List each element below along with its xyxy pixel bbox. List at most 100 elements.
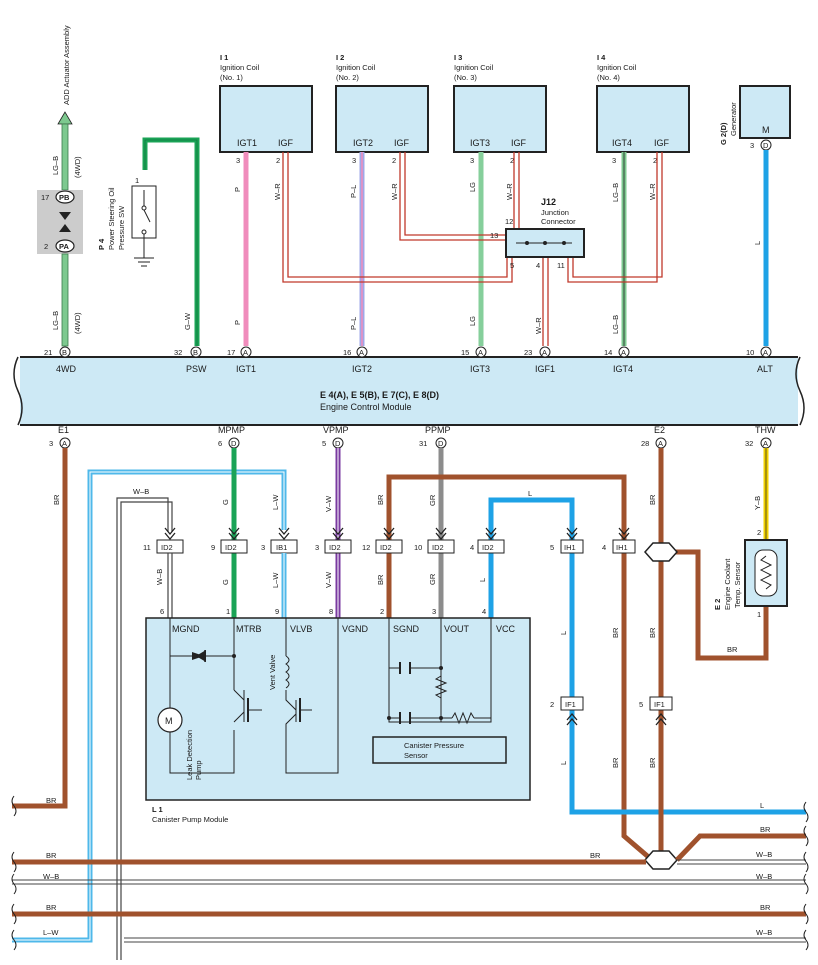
svg-text:A: A — [542, 348, 547, 357]
svg-text:BR: BR — [611, 757, 620, 768]
svg-text:L 1: L 1 — [152, 805, 163, 814]
svg-text:ID2: ID2 — [482, 543, 494, 552]
svg-text:VPMP: VPMP — [323, 425, 349, 435]
svg-text:A: A — [243, 348, 248, 357]
svg-text:Engine Coolant: Engine Coolant — [723, 558, 732, 610]
svg-text:IGF: IGF — [654, 138, 670, 148]
svg-text:ID2: ID2 — [329, 543, 341, 552]
svg-text:3: 3 — [352, 156, 356, 165]
svg-text:MPMP: MPMP — [218, 425, 245, 435]
svg-text:1: 1 — [135, 176, 139, 185]
ignition-coil-4: I 4 Ignition Coil (No. 4) IGT4 IGF 3 2 — [596, 53, 690, 165]
svg-text:IGT1: IGT1 — [236, 364, 256, 374]
svg-text:IGT4: IGT4 — [613, 364, 633, 374]
svg-text:4: 4 — [602, 543, 606, 552]
svg-text:BR: BR — [52, 494, 61, 505]
svg-text:LG: LG — [468, 182, 477, 192]
svg-text:3: 3 — [612, 156, 616, 165]
svg-text:G–W: G–W — [183, 312, 192, 330]
svg-text:8: 8 — [329, 607, 333, 616]
svg-text:Ignition Coil: Ignition Coil — [336, 63, 376, 72]
svg-text:IH1: IH1 — [564, 543, 576, 552]
svg-text:3: 3 — [49, 439, 53, 448]
svg-text:E1: E1 — [58, 425, 69, 435]
svg-text:(No. 4): (No. 4) — [597, 73, 620, 82]
svg-text:ID2: ID2 — [161, 543, 173, 552]
splice-point — [643, 850, 679, 870]
svg-text:(No. 2): (No. 2) — [336, 73, 359, 82]
if1-connectors: IF1 2 IF1 5 — [550, 696, 673, 726]
svg-text:2: 2 — [276, 156, 280, 165]
svg-text:Sensor: Sensor — [404, 751, 428, 760]
svg-text:P 4: P 4 — [97, 238, 106, 250]
svg-text:LG–B: LG–B — [51, 156, 60, 175]
ignition-coil-2: I 2 Ignition Coil (No. 2) IGT2 IGF 3 2 — [335, 53, 429, 165]
svg-text:VLVB: VLVB — [290, 624, 312, 634]
svg-text:L: L — [528, 489, 532, 498]
svg-text:IGT4: IGT4 — [612, 138, 632, 148]
svg-text:BR: BR — [727, 645, 738, 654]
svg-text:W–R: W–R — [648, 183, 657, 200]
svg-text:M: M — [762, 125, 770, 135]
svg-text:L: L — [753, 241, 762, 245]
svg-text:MTRB: MTRB — [236, 624, 262, 634]
svg-text:IGT1: IGT1 — [237, 138, 257, 148]
svg-text:M: M — [165, 716, 173, 726]
svg-text:IGT3: IGT3 — [470, 364, 490, 374]
svg-text:11: 11 — [143, 543, 151, 552]
svg-text:BR: BR — [648, 494, 657, 505]
svg-text:D: D — [438, 439, 444, 448]
svg-text:5: 5 — [510, 261, 514, 270]
svg-text:L–W: L–W — [271, 572, 280, 588]
svg-text:V–W: V–W — [324, 571, 333, 588]
ignition-coil-3: I 3 Ignition Coil (No. 3) IGT3 IGF 3 2 — [453, 53, 547, 165]
svg-text:I 3: I 3 — [454, 53, 462, 62]
svg-text:P: P — [233, 320, 242, 325]
svg-text:B: B — [193, 348, 198, 357]
svg-text:P–L: P–L — [349, 317, 358, 330]
coil-icon — [285, 655, 290, 689]
svg-text:A: A — [658, 439, 663, 448]
engine-coolant-temp-sensor: 2 1 E 2 Engine Coolant Temp. Sensor — [713, 528, 788, 619]
svg-text:Engine Control Module: Engine Control Module — [320, 402, 412, 412]
svg-text:E 2: E 2 — [713, 599, 722, 610]
svg-text:LG: LG — [468, 316, 477, 326]
svg-text:2: 2 — [510, 156, 514, 165]
svg-text:15: 15 — [461, 348, 469, 357]
svg-text:W–B: W–B — [133, 487, 149, 496]
svg-text:Canister Pump Module: Canister Pump Module — [152, 815, 228, 824]
svg-text:6: 6 — [160, 607, 164, 616]
svg-text:12: 12 — [505, 217, 513, 226]
svg-text:Y–B: Y–B — [753, 496, 762, 510]
wire-w-b-loop — [116, 497, 169, 960]
svg-text:(No. 3): (No. 3) — [454, 73, 477, 82]
svg-text:IGF: IGF — [394, 138, 410, 148]
svg-text:17: 17 — [227, 348, 235, 357]
power-steering-switch: 1 P 4 Power Steering Oil Pressure SW G–W — [97, 137, 200, 346]
svg-text:VGND: VGND — [342, 624, 369, 634]
svg-text:BR: BR — [46, 851, 57, 860]
svg-text:5: 5 — [322, 439, 326, 448]
svg-text:LG–B: LG–B — [611, 183, 620, 202]
svg-text:E2: E2 — [654, 425, 665, 435]
svg-text:G 2(D): G 2(D) — [719, 122, 728, 145]
svg-text:3: 3 — [432, 607, 436, 616]
svg-text:PPMP: PPMP — [425, 425, 451, 435]
splice-point — [643, 542, 679, 562]
svg-text:W–R: W–R — [273, 183, 282, 200]
svg-text:W–B: W–B — [43, 872, 59, 881]
svg-text:9: 9 — [211, 543, 215, 552]
inline-connectors: ID2 11 ID2 9 IB1 3 ID2 3 ID2 — [143, 527, 636, 554]
svg-text:I 4: I 4 — [597, 53, 606, 62]
svg-text:4: 4 — [470, 543, 474, 552]
svg-text:23: 23 — [524, 348, 532, 357]
svg-text:Ignition Coil: Ignition Coil — [220, 63, 260, 72]
wire-igf-bundle — [282, 152, 663, 346]
svg-text:P–L: P–L — [349, 185, 358, 198]
svg-text:ID2: ID2 — [225, 543, 237, 552]
svg-text:IF1: IF1 — [654, 700, 665, 709]
svg-text:28: 28 — [641, 439, 649, 448]
svg-text:(4WD): (4WD) — [73, 312, 82, 334]
svg-text:L: L — [559, 631, 568, 635]
svg-text:SGND: SGND — [393, 624, 420, 634]
